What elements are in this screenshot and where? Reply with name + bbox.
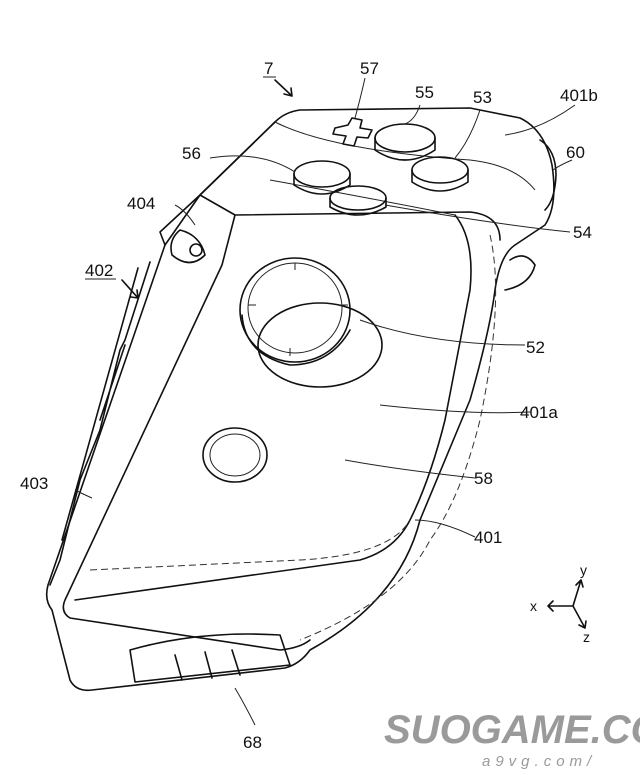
- button-54: [329, 185, 387, 216]
- analog-stick-52: [239, 257, 383, 388]
- label-401a: 401a: [520, 403, 558, 422]
- label-401b: 401b: [560, 86, 598, 105]
- button-57: [332, 117, 373, 147]
- leader-lines: [74, 77, 576, 726]
- label-68: 68: [243, 733, 262, 752]
- arrow-402: [121, 279, 139, 299]
- face-contour-right: [74, 214, 472, 601]
- axis-y-label: y: [580, 562, 587, 578]
- button-55: [374, 123, 436, 161]
- watermark: SUOGAME.COM: [384, 708, 640, 752]
- recess-68: [129, 633, 291, 683]
- button-56: [293, 160, 351, 195]
- shoulder-rear: [504, 255, 536, 291]
- watermark-sub: a9vg.com/: [482, 753, 596, 770]
- label-404: 404: [127, 194, 155, 213]
- label-60: 60: [566, 143, 585, 162]
- label-57: 57: [360, 59, 379, 78]
- label-7: 7: [264, 59, 273, 78]
- label-58: 58: [474, 469, 493, 488]
- rail-lock-404: [189, 243, 203, 257]
- hidden-line-2: [89, 519, 411, 571]
- button-58: [202, 427, 268, 483]
- label-403: 403: [20, 474, 48, 493]
- rail-top-block: [159, 121, 276, 264]
- label-56: 56: [182, 144, 201, 163]
- axis-indicator: x y z: [530, 562, 590, 645]
- axis-z-label: z: [583, 629, 590, 645]
- front-face-edge: [62, 194, 501, 651]
- button-60: [539, 139, 557, 211]
- axis-x-label: x: [530, 598, 537, 614]
- button-53: [411, 156, 469, 192]
- top-face: [269, 121, 536, 216]
- housing-outline: [45, 107, 555, 692]
- label-54: 54: [573, 223, 592, 242]
- label-52: 52: [526, 338, 545, 357]
- label-401: 401: [474, 528, 502, 547]
- label-53: 53: [473, 88, 492, 107]
- slide-rail-403: [49, 261, 151, 586]
- label-55: 55: [415, 83, 434, 102]
- label-402: 402: [85, 261, 113, 280]
- hidden-line: [299, 234, 497, 641]
- arrow-7: [274, 79, 293, 97]
